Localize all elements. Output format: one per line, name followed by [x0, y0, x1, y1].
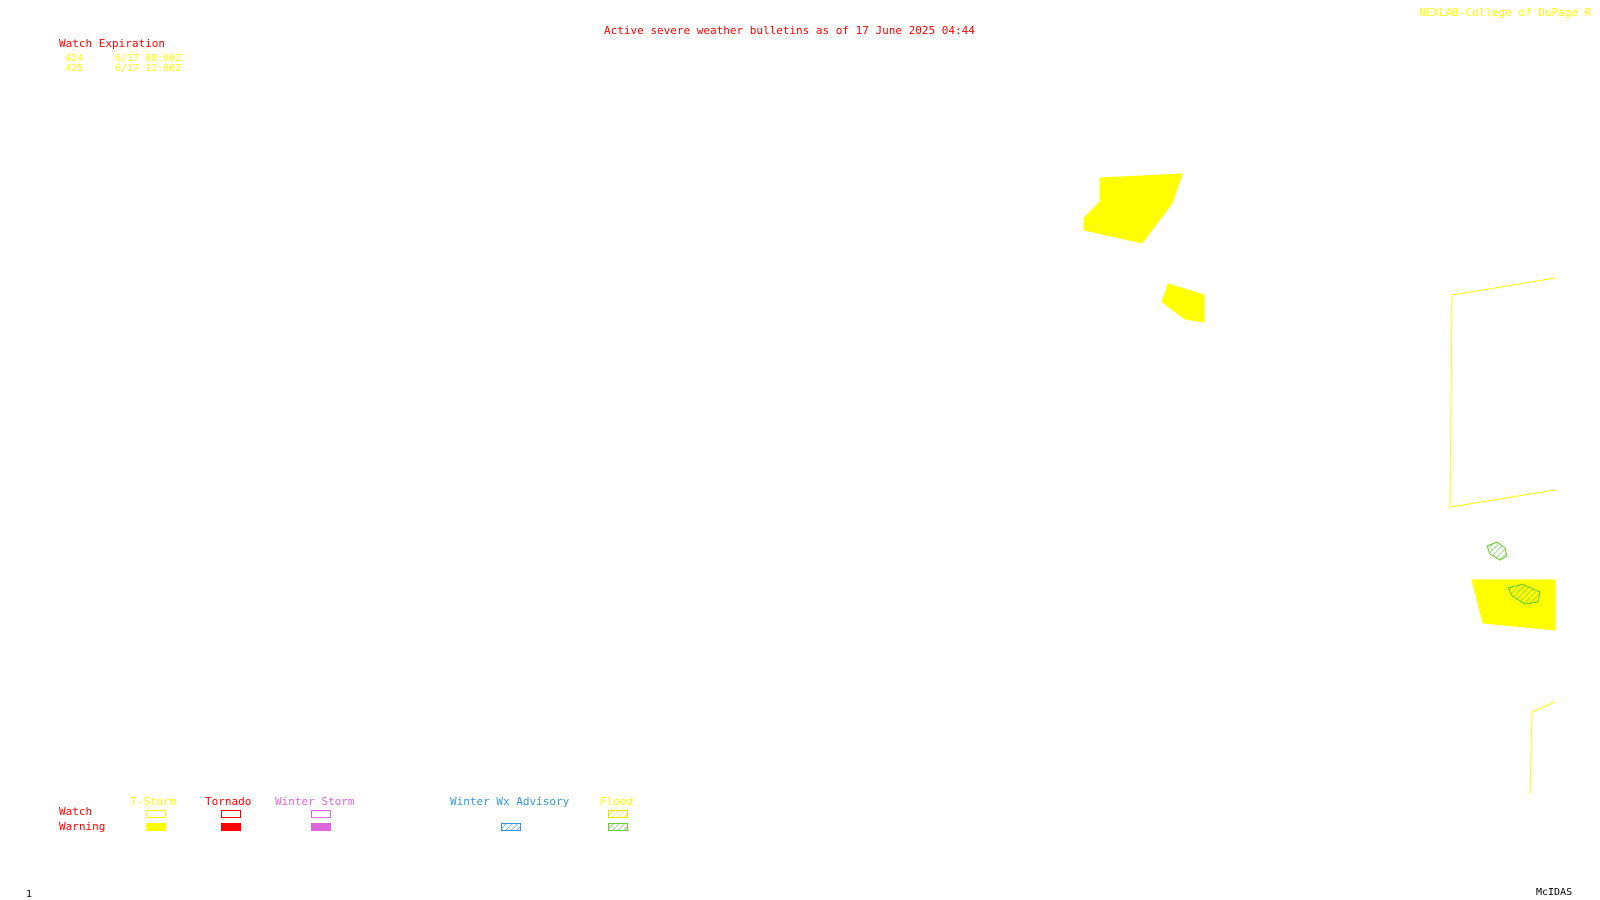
legend-swatch-winter-storm-watch	[311, 810, 331, 818]
watch-expiration-heading: Watch Expiration	[59, 37, 165, 50]
software-label: McIDAS	[1536, 887, 1573, 898]
source-credit: NEXLAB-College of DuPage R	[1419, 6, 1592, 19]
frame-number: 1	[26, 889, 33, 900]
legend-swatch-winter-wx-advisory	[501, 823, 521, 831]
legend-swatch-winter-storm-warning	[311, 823, 331, 831]
flood-warning-polygon	[1486, 541, 1508, 561]
watch-expiration-list: 424 6/17 08:00Z 425 6/17 12:00Z	[65, 54, 205, 74]
watch-expiration-row: 424 6/17 08:00Z	[65, 54, 205, 64]
legend-swatch-tstorm-warning	[146, 823, 166, 831]
watch-number: 424	[65, 53, 84, 64]
flood-warning-polygon	[1507, 583, 1541, 605]
watch-expiry-time: 6/17 08:00Z	[115, 53, 182, 64]
legend-swatch-flood-watch	[608, 810, 628, 818]
legend-swatch-tstorm-watch	[146, 810, 166, 818]
watch-number: 425	[65, 63, 84, 74]
legend-category-winter-storm: Winter Storm	[275, 795, 355, 808]
legend-swatch-tornado-watch	[221, 810, 241, 818]
watch-expiry-time: 6/17 12:00Z	[115, 63, 182, 74]
bulletin-title: Active severe weather bulletins as of 17…	[604, 24, 975, 37]
legend-row-label-warning: Warning	[59, 820, 106, 833]
tstorm-watch-outline	[1529, 701, 1556, 795]
watch-expiration-row: 425 6/17 12:00Z	[65, 64, 205, 74]
legend-category-winter-wx-advisory: Winter Wx Advisory	[450, 795, 570, 808]
tstorm-watch-outline	[1449, 277, 1556, 508]
legend-category-tornado: Tornado	[205, 795, 252, 808]
legend-row-label-watch: Watch	[59, 805, 93, 818]
legend-category-flood: Flood	[600, 795, 634, 808]
legend-swatch-tornado-warning	[221, 823, 241, 831]
legend-swatch-flood-warning	[608, 823, 628, 831]
legend-category-tstorm: T-Storm	[130, 795, 177, 808]
tstorm-warning-polygon	[1161, 283, 1205, 323]
tstorm-warning-polygon	[1083, 173, 1183, 244]
